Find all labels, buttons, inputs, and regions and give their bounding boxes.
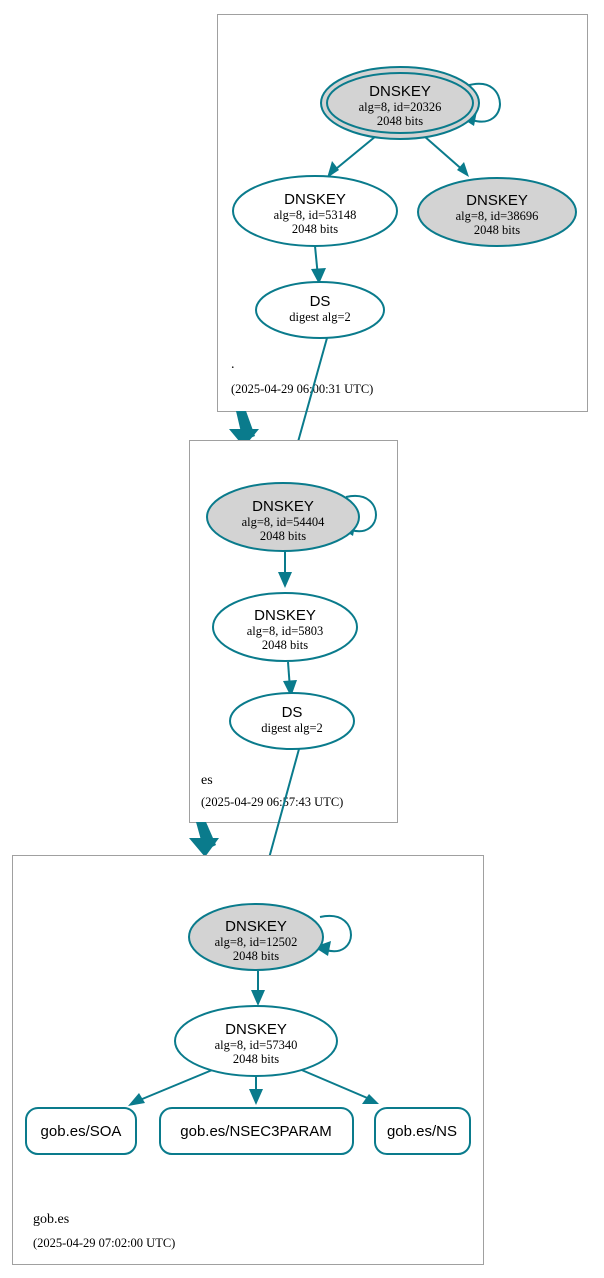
node-dnskey-20326-line3: 2048 bits: [377, 114, 423, 128]
node-dnskey-20326-title: DNSKEY: [369, 83, 431, 100]
delegation-arrow-es-to-gobes: [189, 822, 219, 857]
node-ds-gobes-title: DS: [282, 704, 303, 721]
node-dnskey-38696-line2: alg=8, id=38696: [456, 209, 539, 223]
node-dnskey-20326[interactable]: DNSKEY alg=8, id=20326 2048 bits: [320, 66, 480, 140]
node-ds-gobes-line2: digest alg=2: [261, 721, 323, 735]
edge-gobes-zsk-to-ns: [296, 1067, 379, 1104]
node-dnskey-20326-line2: alg=8, id=20326: [359, 100, 442, 114]
zone-gob-es-name: gob.es: [33, 1212, 69, 1227]
node-dnskey-38696-line3: 2048 bits: [474, 223, 520, 237]
edge-gobes-zsk-to-nsec3param: [249, 1075, 263, 1105]
edge-gobes-ksk-to-gobes-zsk: [251, 971, 265, 1006]
node-dnskey-20326-outer-ellipse: [320, 66, 480, 140]
node-dnskey-5803-ellipse: [212, 592, 358, 662]
node-dnskey-12502[interactable]: DNSKEY alg=8, id=12502 2048 bits: [188, 903, 324, 971]
zone-root[interactable]: DNSKEY alg=8, id=20326 2048 bits DNSKEY …: [217, 14, 588, 412]
node-dnskey-53148-line3: 2048 bits: [292, 222, 338, 236]
node-dnskey-57340-ellipse: [174, 1005, 338, 1077]
node-ds-gobes[interactable]: DS digest alg=2: [229, 692, 355, 750]
delegation-arrow-root-to-es: [229, 411, 259, 447]
zone-es[interactable]: DNSKEY alg=8, id=54404 2048 bits DNSKEY …: [189, 440, 398, 823]
node-dnskey-5803-title: DNSKEY: [254, 607, 316, 624]
node-ds-es-ellipse: [255, 281, 385, 339]
zone-gob-es[interactable]: DNSKEY alg=8, id=12502 2048 bits DNSKEY …: [12, 855, 484, 1265]
node-dnskey-53148-line2: alg=8, id=53148: [274, 208, 357, 222]
rrset-ns-label: gob.es/NS: [387, 1123, 457, 1140]
rrset-soa-box: [25, 1107, 137, 1155]
node-dnskey-20326-inner-ellipse: [326, 72, 474, 134]
node-dnskey-38696[interactable]: DNSKEY alg=8, id=38696 2048 bits: [417, 177, 577, 247]
node-dnskey-54404[interactable]: DNSKEY alg=8, id=54404 2048 bits: [206, 482, 360, 552]
rrset-soa-label: gob.es/SOA: [41, 1123, 122, 1140]
node-dnskey-38696-ellipse: [417, 177, 577, 247]
node-dnskey-54404-line2: alg=8, id=54404: [242, 515, 326, 529]
node-dnskey-5803[interactable]: DNSKEY alg=8, id=5803 2048 bits: [212, 592, 358, 662]
node-dnskey-5803-line2: alg=8, id=5803: [247, 624, 324, 638]
zone-es-name: es: [201, 773, 213, 788]
node-dnskey-53148[interactable]: DNSKEY alg=8, id=53148 2048 bits: [232, 175, 398, 247]
node-dnskey-12502-line3: 2048 bits: [233, 949, 279, 963]
node-dnskey-54404-line3: 2048 bits: [260, 529, 306, 543]
node-dnskey-54404-title: DNSKEY: [252, 498, 314, 515]
edge-root-ksk-to-38696: [423, 135, 469, 177]
edge-root-zsk-to-ds: [311, 245, 326, 284]
node-dnskey-53148-ellipse: [232, 175, 398, 247]
edge-es-ksk-to-es-zsk: [278, 551, 292, 588]
node-dnskey-5803-line3: 2048 bits: [262, 638, 308, 652]
node-dnskey-57340-title: DNSKEY: [225, 1021, 287, 1038]
node-dnskey-38696-title: DNSKEY: [466, 192, 528, 209]
node-dnskey-12502-line2: alg=8, id=12502: [215, 935, 298, 949]
node-dnskey-57340-line3: 2048 bits: [233, 1052, 279, 1066]
edge-root-ksk-to-53148: [327, 135, 377, 178]
rrset-ns-box: [374, 1107, 471, 1155]
rrset-nsec3param[interactable]: gob.es/NSEC3PARAM: [159, 1107, 354, 1155]
rrset-soa[interactable]: gob.es/SOA: [25, 1107, 137, 1155]
rrset-nsec3param-label: gob.es/NSEC3PARAM: [180, 1123, 331, 1140]
rrset-ns[interactable]: gob.es/NS: [374, 1107, 471, 1155]
edge-gobes-zsk-to-soa: [128, 1067, 218, 1106]
node-dnskey-53148-title: DNSKEY: [284, 191, 346, 208]
node-ds-es[interactable]: DS digest alg=2: [255, 281, 385, 339]
node-dnskey-12502-ellipse: [188, 903, 324, 971]
rrset-nsec3param-box: [159, 1107, 354, 1155]
node-ds-es-line2: digest alg=2: [289, 310, 351, 324]
zone-gob-es-timestamp: (2025-04-29 07:02:00 UTC): [33, 1236, 175, 1250]
zone-root-name: .: [231, 357, 235, 372]
node-ds-es-title: DS: [310, 293, 331, 310]
edge-es-zsk-to-es-ds: [283, 661, 297, 697]
zone-es-timestamp: (2025-04-29 06:57:43 UTC): [201, 795, 343, 809]
edge-self-sign-gobes-ksk: [314, 914, 353, 956]
zone-root-timestamp: (2025-04-29 06:00:31 UTC): [231, 382, 373, 396]
node-dnskey-57340[interactable]: DNSKEY alg=8, id=57340 2048 bits: [174, 1005, 338, 1077]
node-ds-gobes-ellipse: [229, 692, 355, 750]
node-dnskey-57340-line2: alg=8, id=57340: [215, 1038, 298, 1052]
node-dnskey-54404-ellipse: [206, 482, 360, 552]
node-dnskey-12502-title: DNSKEY: [225, 918, 287, 935]
